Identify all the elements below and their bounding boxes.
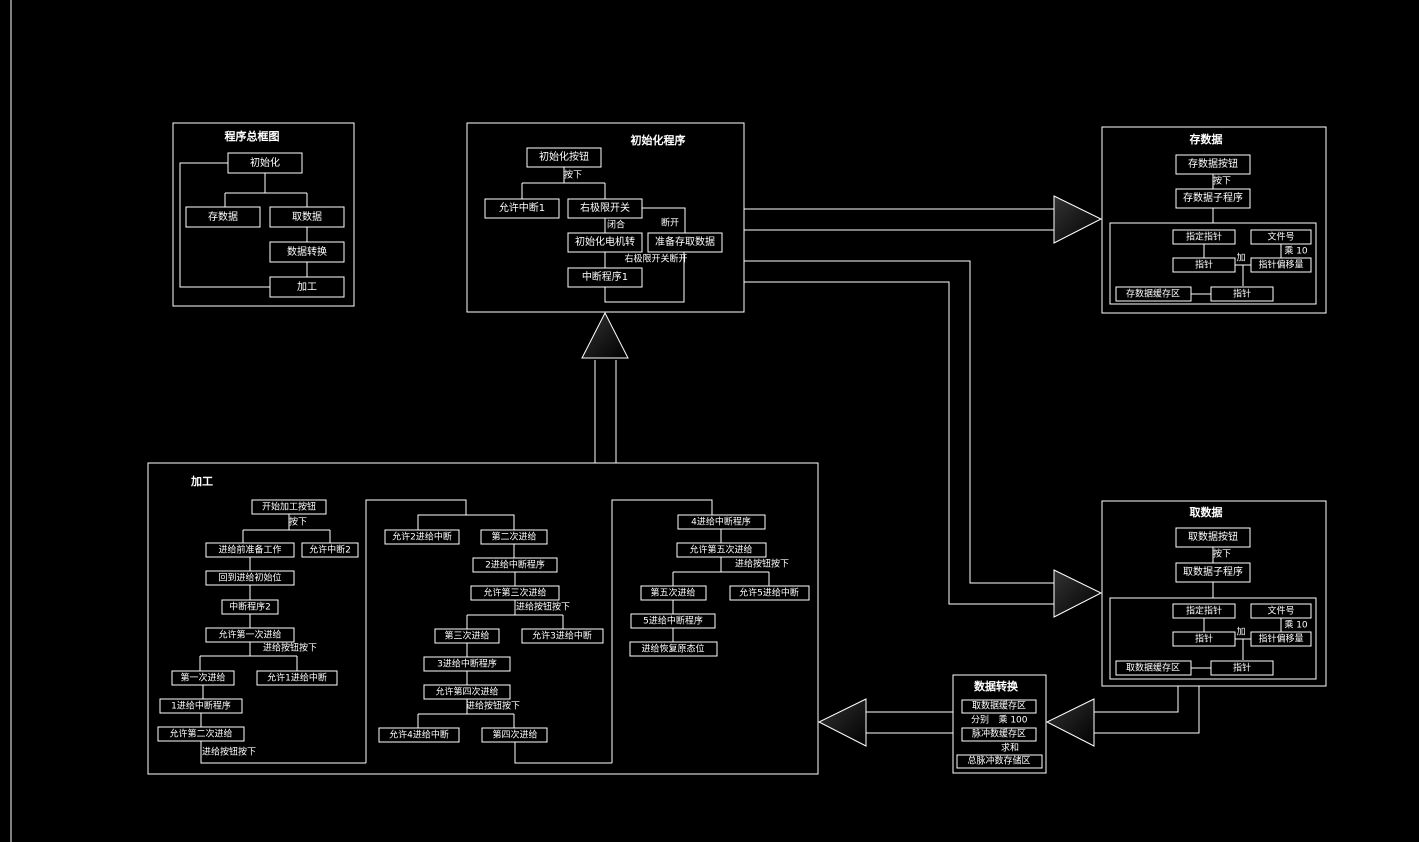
arrow-convert-to-process [817, 698, 953, 747]
overview-convert: 数据转换 [287, 245, 327, 258]
allow-feed4-int: 允许4进给中断 [389, 729, 449, 741]
overview-process: 加工 [297, 281, 317, 293]
overview-store: 存数据 [208, 210, 238, 223]
arrow-init-to-fetch [744, 260, 1103, 618]
feed1-int: 1进给中断程序 [171, 700, 231, 712]
prepare-store: 准备存取数据 [655, 235, 715, 248]
store-title: 存数据 [1190, 132, 1223, 146]
fetch-pointer: 指针 [1195, 633, 1213, 645]
fetch-add: 加 [1236, 627, 1245, 638]
store-pressed: 按下 [1213, 175, 1231, 187]
store-pointer: 指针 [1195, 259, 1213, 271]
return-init: 回到进给初始位 [218, 572, 281, 584]
feed-btn-4: 进给按钮按下 [466, 700, 520, 712]
store-area: 存数据缓存区 [1126, 288, 1180, 300]
feed-btn-2: 进给按钮按下 [202, 746, 256, 758]
convert-add-all: 求和 [1001, 742, 1019, 754]
overview-fetch: 取数据 [292, 210, 322, 223]
allow-first: 允许第一次进给 [218, 629, 281, 641]
feed-prep: 进给前准备工作 [218, 544, 281, 556]
store-file-no: 文件号 [1267, 231, 1294, 243]
feed-return: 进给恢复原态位 [641, 643, 704, 655]
fetch-pressed: 按下 [1213, 548, 1231, 560]
convert-pulse-area: 脉冲数缓存区 [972, 728, 1026, 740]
fetch-subprog: 取数据子程序 [1183, 565, 1243, 578]
feed3-int: 3进给中断程序 [437, 658, 497, 670]
allow-feed5-int: 允许5进给中断 [739, 587, 799, 599]
opened-label: 断开 [661, 217, 679, 229]
init-program-panel: 初始化程序 初始化按钮 按下 允许中断1 右极限开关 闭合 断开 初始化电机转 … [466, 122, 745, 313]
convert-fetch-area: 取数据缓存区 [972, 700, 1026, 712]
store-set-pointer: 指定指针 [1186, 231, 1222, 243]
overview-title: 程序总框图 [225, 129, 280, 143]
allow-fifth: 允许第五次进给 [689, 544, 752, 556]
overview-panel: 程序总框图 初始化 存数据 取数据 数据转换 加工 [172, 122, 355, 307]
allow-int2: 允许中断2 [309, 544, 351, 556]
fifth-feed: 第五次进给 [650, 587, 695, 599]
convert-mult100: 乘 100 [998, 714, 1027, 726]
allow-feed3-int: 允许3进给中断 [532, 630, 592, 642]
store-pointer-offset: 指针偏移量 [1258, 259, 1303, 271]
fetch-area: 取数据缓存区 [1126, 662, 1180, 674]
third-feed: 第三次进给 [444, 630, 489, 642]
first-feed: 第一次进给 [180, 672, 225, 684]
convert-panel: 数据转换 取数据缓存区 分别 乘 100 脉冲数缓存区 求和 总脉冲数存储区 [952, 674, 1047, 774]
right-limit-open: 右极限开关断开 [624, 253, 687, 265]
right-limit-switch: 右极限开关 [580, 201, 630, 214]
feed-btn-5: 进给按钮按下 [735, 558, 789, 570]
overview-init: 初始化 [250, 156, 280, 169]
store-pointer2: 指针 [1233, 288, 1251, 300]
fetch-title: 取数据 [1190, 505, 1223, 519]
allow-int1: 允许中断1 [499, 201, 545, 214]
store-subprog: 存数据子程序 [1183, 191, 1243, 204]
process-panel: 加工 开始加工按钮 按下 进给前准备工作 允许中断2 回到进给初始位 中断程序2… [147, 462, 819, 775]
arrow-init-to-store [744, 195, 1103, 244]
convert-split: 分别 [971, 715, 989, 726]
init-motor: 初始化电机转 [575, 235, 635, 248]
feed2-int: 2进给中断程序 [485, 559, 545, 571]
fetch-mult10: 乘 10 [1284, 619, 1308, 631]
fetch-pointer2: 指针 [1233, 662, 1251, 674]
arrow-process-to-init [581, 311, 629, 463]
start-button: 开始加工按钮 [262, 501, 316, 513]
store-add: 加 [1236, 253, 1245, 264]
store-panel: 存数据 存数据按钮 按下 存数据子程序 指定指针 文件号 乘 10 指针 指针偏… [1101, 126, 1327, 314]
start-pressed: 按下 [289, 516, 307, 528]
feed-btn-3: 进给按钮按下 [516, 601, 570, 613]
init-button: 初始化按钮 [539, 150, 589, 163]
process-title: 加工 [190, 474, 213, 488]
feed-btn-1: 进给按钮按下 [263, 642, 317, 654]
allow-fourth: 允许第四次进给 [435, 686, 498, 698]
fetch-button: 取数据按钮 [1188, 530, 1238, 543]
fetch-pointer-offset: 指针偏移量 [1258, 633, 1303, 645]
closed-label: 闭合 [607, 219, 625, 231]
arrow-fetch-to-convert [1045, 686, 1200, 747]
feed4-int: 4进给中断程序 [691, 516, 751, 528]
fetch-panel: 取数据 取数据按钮 按下 取数据子程序 指定指针 文件号 乘 10 指针 指针偏… [1101, 500, 1327, 687]
convert-title: 数据转换 [974, 679, 1019, 693]
interrupt1: 中断程序1 [582, 270, 628, 283]
init-pressed: 按下 [564, 169, 582, 181]
fourth-feed: 第四次进给 [492, 729, 537, 741]
feed5-int: 5进给中断程序 [643, 615, 703, 627]
allow-feed1-int: 允许1进给中断 [267, 672, 327, 684]
store-button: 存数据按钮 [1188, 157, 1238, 170]
init-title: 初始化程序 [631, 133, 686, 147]
convert-total-pulse: 总脉冲数存储区 [967, 755, 1030, 767]
interrupt2: 中断程序2 [229, 601, 271, 613]
fetch-set-pointer: 指定指针 [1186, 605, 1222, 617]
allow-feed2-int: 允许2进给中断 [392, 531, 452, 543]
second-feed: 第二次进给 [491, 531, 536, 543]
allow-second: 允许第二次进给 [169, 728, 232, 740]
fetch-file-no: 文件号 [1267, 605, 1294, 617]
store-mult10: 乘 10 [1284, 245, 1308, 257]
allow-third: 允许第三次进给 [483, 587, 546, 599]
